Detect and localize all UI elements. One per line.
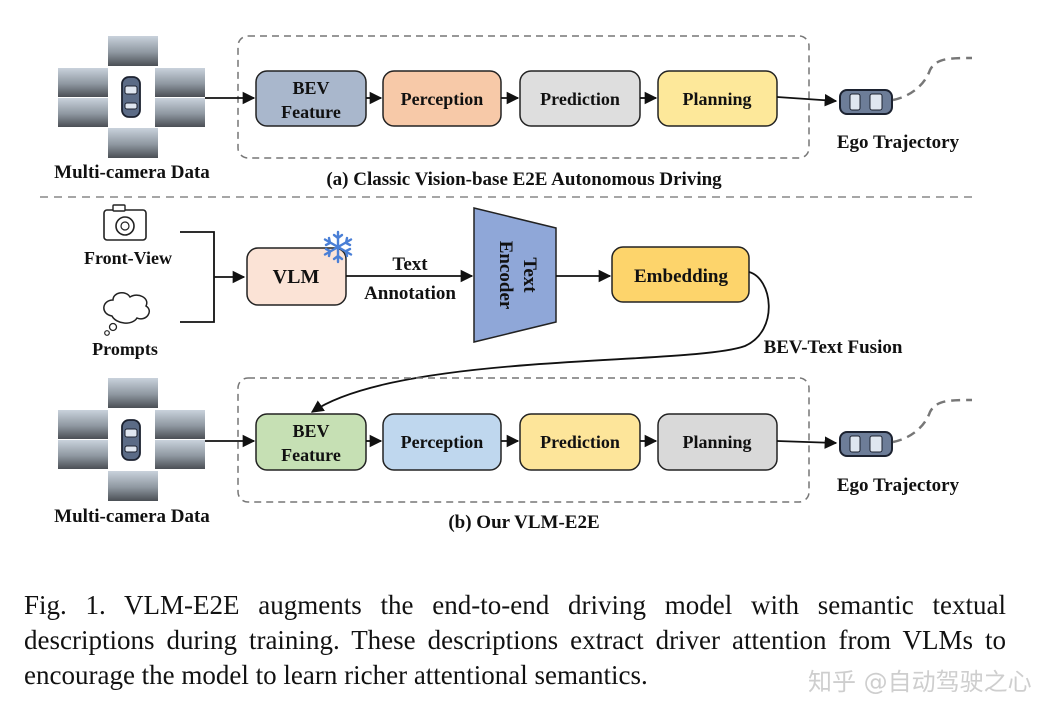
- thought-bubble-icon: [103, 292, 150, 336]
- planning-block: [657, 70, 778, 127]
- perception-block: [382, 413, 502, 471]
- planning-block: [657, 413, 778, 471]
- planning-label: Planning: [682, 432, 751, 452]
- panel-a-caption: (a) Classic Vision-base E2E Autonomous D…: [326, 169, 722, 190]
- camera-image-back-right: [155, 440, 205, 469]
- output-label: Ego Trajectory: [837, 475, 960, 496]
- car-icon: [121, 419, 141, 461]
- text-annotation-line1: Text: [392, 254, 428, 275]
- input-bracket: [180, 231, 215, 323]
- bev-feature-line1: BEV: [292, 78, 329, 98]
- output-label: Ego Trajectory: [837, 132, 960, 153]
- panel-b: Front-View Prompts VLM Text Annotation: [54, 204, 973, 533]
- snowflake-icon: [323, 230, 353, 264]
- camera-image-front-right: [155, 68, 205, 97]
- bev-feature-line1: BEV: [292, 421, 329, 441]
- camera-image-front: [108, 36, 158, 66]
- camera-image-back-left: [58, 440, 108, 469]
- embedding-label: Embedding: [634, 266, 728, 287]
- prediction-label: Prediction: [540, 432, 620, 452]
- text-annotation-line2: Annotation: [364, 283, 456, 304]
- planning-label: Planning: [682, 89, 751, 109]
- trajectory-path: [892, 398, 973, 444]
- camera-image-back-left: [58, 98, 108, 127]
- text-encoder-block: [473, 207, 557, 343]
- panel-a: Multi-camera Data BEV Feature Perception…: [54, 35, 973, 190]
- bev-feature-block: [255, 413, 367, 471]
- input-label: Multi-camera Data: [54, 162, 210, 183]
- embedding-block: [611, 246, 750, 303]
- bev-feature-line2: Feature: [281, 102, 341, 122]
- text-encoder-line2: Encoder: [495, 241, 516, 310]
- input-label: Multi-camera Data: [54, 506, 210, 527]
- pipeline-frame: [237, 35, 810, 159]
- figure-caption: Fig. 1. VLM-E2E augments the end-to-end …: [24, 590, 1006, 690]
- arrow-planning-to-trajectory: [776, 436, 838, 449]
- camera-image-back: [108, 471, 158, 501]
- bev-feature-line2: Feature: [281, 445, 341, 465]
- camera-image-front-left: [58, 410, 108, 439]
- fusion-label: BEV-Text Fusion: [764, 337, 903, 358]
- perception-label: Perception: [401, 432, 484, 452]
- ego-car-icon: [839, 431, 893, 457]
- prompts-label: Prompts: [92, 339, 158, 359]
- front-view-label: Front-View: [84, 248, 172, 268]
- perception-label: Perception: [401, 89, 484, 109]
- ego-car-icon: [839, 89, 893, 115]
- vlm-label: VLM: [273, 266, 320, 288]
- camera-icon: [103, 204, 147, 241]
- arrow-planning-to-trajectory: [776, 93, 838, 107]
- camera-image-back-right: [155, 98, 205, 127]
- prediction-block: [519, 413, 641, 471]
- panel-b-caption: (b) Our VLM-E2E: [448, 512, 599, 533]
- camera-image-front: [108, 378, 158, 408]
- prediction-label: Prediction: [540, 89, 620, 109]
- camera-image-back: [108, 128, 158, 158]
- fusion-arrow: [310, 271, 770, 413]
- camera-image-front-left: [58, 68, 108, 97]
- camera-image-front-right: [155, 410, 205, 439]
- multi-camera-mosaic: [58, 36, 205, 158]
- trajectory-path: [892, 56, 973, 102]
- text-encoder-line1: Text: [519, 257, 540, 293]
- pipeline-frame: [237, 377, 810, 503]
- watermark: 知乎 @自动驾驶之心: [808, 668, 1032, 696]
- multi-camera-mosaic: [58, 378, 205, 501]
- car-icon: [121, 76, 141, 118]
